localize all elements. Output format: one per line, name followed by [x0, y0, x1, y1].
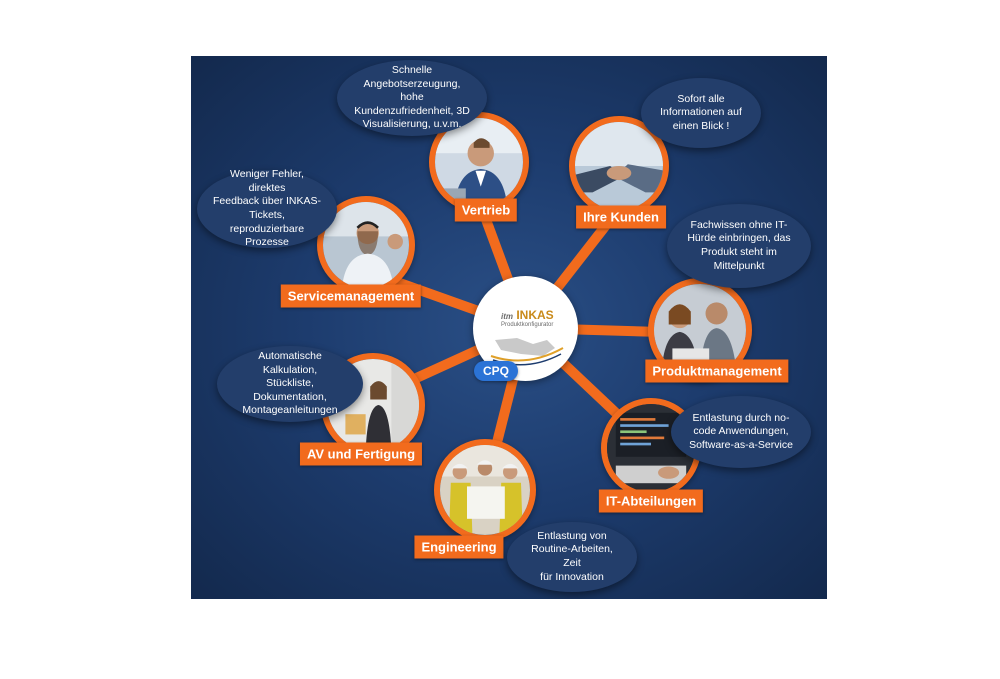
- bubble-produktmanagement: Fachwissen ohne IT- Hürde einbringen, da…: [667, 204, 811, 288]
- node-label-servicemanagement: Servicemanagement: [280, 284, 422, 308]
- node-label-engineering: Engineering: [414, 535, 504, 559]
- node-label-av-fertigung: AV und Fertigung: [299, 442, 423, 466]
- node-label-it-abteilungen: IT-Abteilungen: [598, 489, 704, 513]
- bubble-engineering: Entlastung von Routine-Arbeiten, Zeit fü…: [507, 522, 637, 592]
- bubble-ihre-kunden: Sofort alle Informationen auf einen Blic…: [641, 78, 761, 148]
- node-label-produktmanagement: Produktmanagement: [645, 359, 789, 383]
- hub-logo-circle: itm INKAS Produktkonfigurator: [473, 276, 578, 381]
- photo-engineering: [434, 439, 536, 541]
- logo-subtitle: Produktkonfigurator: [501, 322, 554, 328]
- logo-prefix: itm: [501, 312, 513, 321]
- cpq-badge: CPQ: [474, 361, 519, 381]
- bubble-it-abteilungen: Entlastung durch no- code Anwendungen, S…: [671, 396, 811, 468]
- inkas-logo: itm INKAS: [501, 308, 554, 322]
- node-label-ihre-kunden: Ihre Kunden: [576, 205, 666, 229]
- bubble-av-fertigung: Automatische Kalkulation, Stückliste, Do…: [217, 346, 363, 422]
- bubble-servicemanagement: Weniger Fehler, direktes Feedback über I…: [197, 168, 337, 248]
- bubble-vertrieb: Schnelle Angebotserzeugung, hohe Kundenz…: [337, 60, 487, 136]
- logo-name: INKAS: [516, 308, 554, 322]
- photo-vertrieb: [429, 112, 529, 212]
- diagram-panel: Vertrieb Schnelle Angebotserzeugung, hoh…: [191, 56, 827, 599]
- node-label-vertrieb: Vertrieb: [454, 198, 518, 222]
- logo-swoosh-icon: [490, 338, 564, 366]
